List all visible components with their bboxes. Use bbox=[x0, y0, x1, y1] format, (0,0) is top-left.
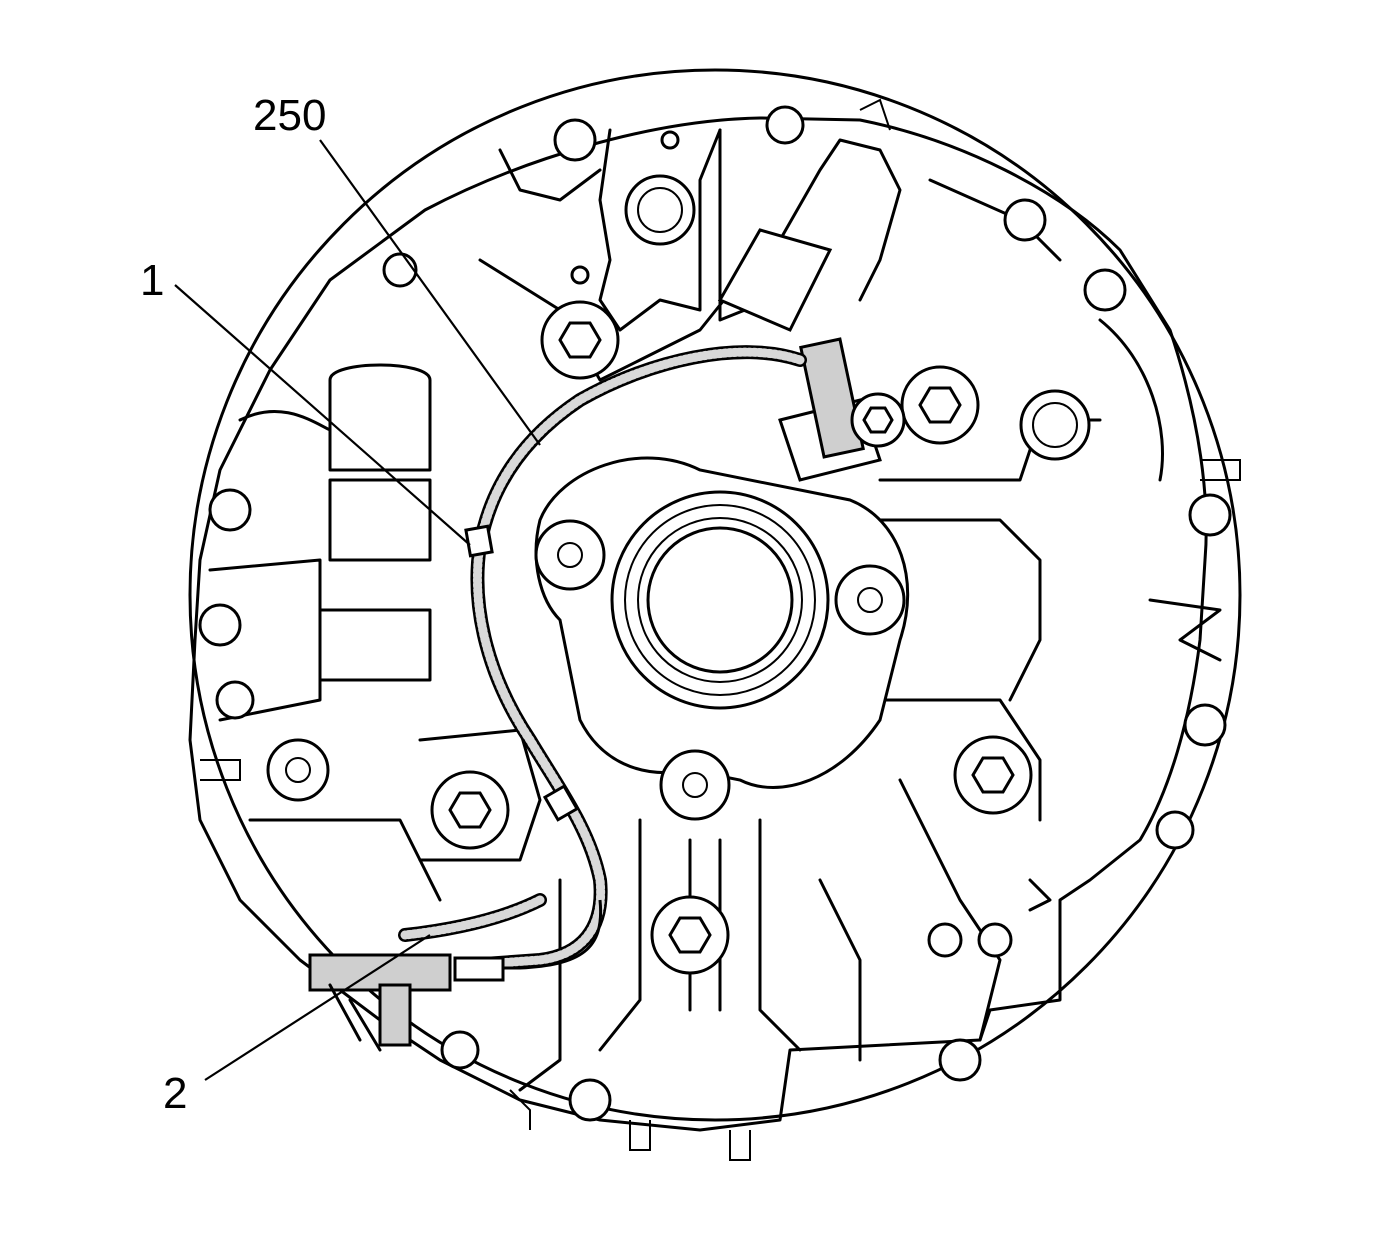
callout-2: 2 bbox=[163, 1069, 187, 1118]
housing-outline bbox=[188, 68, 1242, 1132]
leader-2 bbox=[204, 934, 431, 1081]
lower-connector bbox=[308, 953, 505, 1052]
callout-leaders bbox=[174, 139, 541, 1081]
oil-pump-body bbox=[534, 456, 910, 821]
rim-bolt-holes bbox=[198, 105, 1232, 1122]
leader-1 bbox=[174, 284, 471, 546]
wiring-harness bbox=[398, 345, 807, 972]
upper-speed-sensor bbox=[717, 228, 906, 482]
leader-250 bbox=[319, 139, 541, 446]
callout-labels: 250 1 2 bbox=[140, 91, 326, 1118]
callout-250: 250 bbox=[253, 91, 326, 140]
hex-nuts bbox=[430, 300, 1033, 975]
callout-1: 1 bbox=[140, 256, 164, 305]
